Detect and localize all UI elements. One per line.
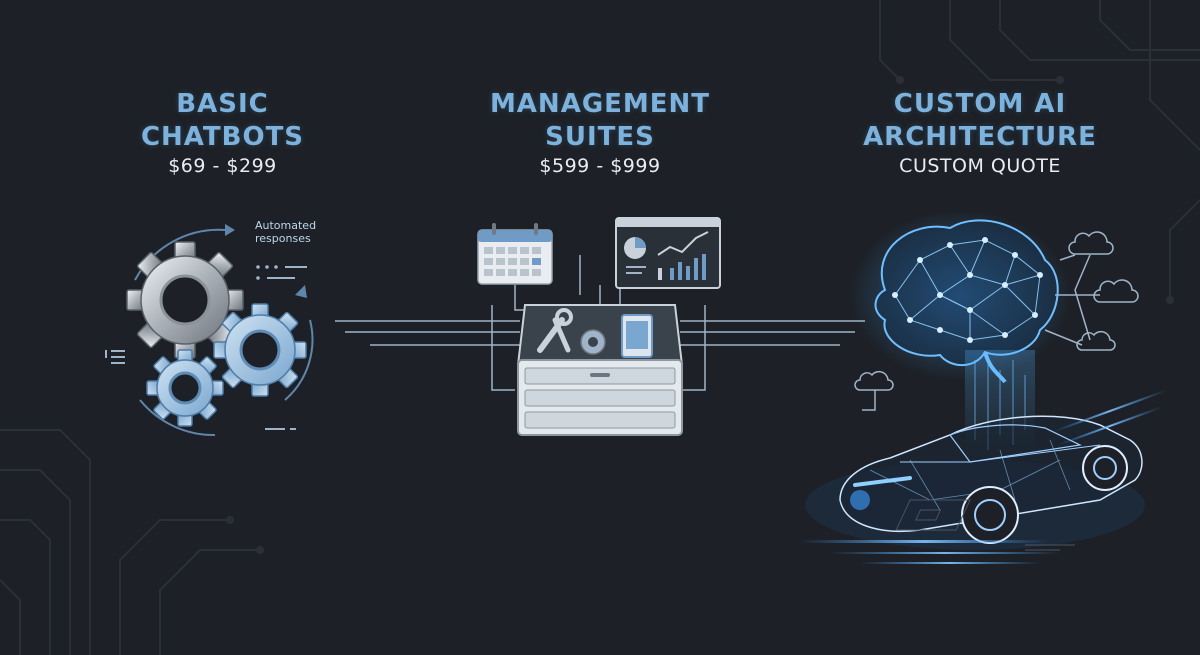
toolbox-icon <box>516 304 684 436</box>
tier-custom-title-line1: CUSTOM AI <box>893 89 1067 119</box>
automated-responses-note: Automated responses <box>255 219 317 245</box>
cloud-icon-left <box>854 370 894 391</box>
tier-management-title: MANAGEMENT SUITES <box>460 88 740 154</box>
tier-basic-title: BASIC CHATBOTS <box>100 88 345 154</box>
tier-custom-title-line2: ARCHITECTURE <box>863 122 1097 152</box>
tier-basic-title-line2: CHATBOTS <box>140 122 305 152</box>
dashboard-chart-icon <box>615 217 721 289</box>
tier-custom-title: CUSTOM AI ARCHITECTURE <box>840 88 1120 154</box>
cloud-icon <box>1044 231 1139 351</box>
tier-custom-price: CUSTOM QUOTE <box>899 155 1061 177</box>
car-wireframe-icon <box>805 415 1145 550</box>
tier-basic-title-line1: BASIC <box>176 89 269 119</box>
brain-network-icon <box>850 210 1070 384</box>
gears-icon <box>105 224 314 437</box>
calendar-icon <box>477 223 553 285</box>
tier-management-title-line2: SUITES <box>545 122 655 152</box>
custom-ai-illustration <box>800 210 1167 564</box>
tier-management-price: $599 - $999 <box>539 155 661 177</box>
management-suite-illustration <box>477 217 721 436</box>
tier-management-title-line1: MANAGEMENT <box>489 89 711 119</box>
tier-basic-price: $69 - $299 <box>168 155 277 177</box>
